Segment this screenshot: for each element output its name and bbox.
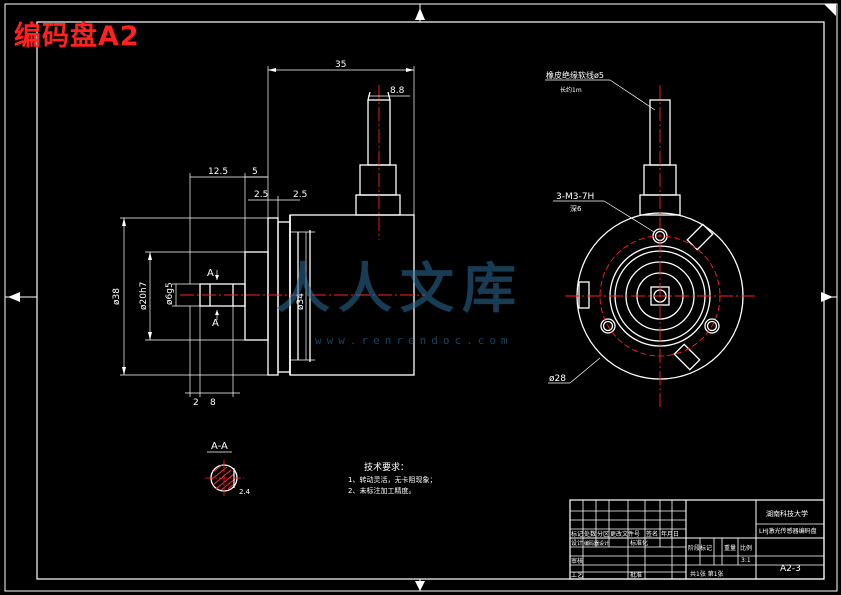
side-view-vertical-labels: ø38 ø20h7 ø6g5 ø34	[112, 282, 306, 310]
side-view-dimensions	[120, 66, 415, 397]
title-block	[569, 499, 825, 580]
tb-designer-name: 编码器设计	[584, 540, 609, 547]
cable-length: 长约1m	[560, 86, 582, 94]
dim-flange-gap: 12.5	[208, 167, 228, 177]
tech-notes-title: 技术要求：	[364, 461, 409, 473]
dim-length-total: 35	[335, 60, 346, 70]
tb-scale: 3:1	[741, 557, 751, 564]
tech-note-1: 1、转动灵活，无卡阻现象；	[348, 475, 436, 484]
section-mark-top: A	[207, 268, 214, 279]
tb-standard: 标准化	[630, 539, 648, 547]
side-view-centerlines	[180, 85, 425, 296]
tech-note-2: 2、未标注加工精度。	[348, 486, 415, 495]
dim-step: 5	[252, 167, 258, 177]
cable-note: 橡皮绝缘软线ø5	[546, 70, 604, 80]
tb-part-name: LHJ激光传感器编码盘	[759, 527, 817, 535]
side-view-arrowheads	[122, 68, 414, 375]
tb-header-3: 更改文件号	[610, 530, 640, 538]
dim-cable-offset: 8.8	[390, 86, 405, 96]
dim-shaft-dia: ø6g5	[165, 282, 175, 305]
tb-sheet: 共1张 第1张	[690, 570, 724, 578]
tb-school: 湖南科技大学	[766, 509, 808, 518]
watermark-url: www.renrendoc.com	[315, 334, 513, 347]
dim-bottom-b: 8	[210, 398, 216, 408]
watermark-logo-text: 人人文库	[276, 257, 524, 320]
tb-scale-label: 比例	[740, 544, 752, 552]
dim-housing-dia: ø38	[112, 288, 122, 305]
tb-header-5: 年月日	[661, 530, 679, 538]
hole-depth: 深6	[570, 204, 582, 213]
tb-header-1: 处数	[584, 530, 596, 538]
section-label: A-A	[211, 441, 228, 452]
section-hatch	[211, 464, 236, 491]
tb-weight-label: 重量	[724, 544, 736, 552]
pcd-dimension: ø28	[549, 374, 566, 384]
hole-spec: 3-M3-7H	[556, 192, 594, 202]
tb-process: 工艺	[571, 571, 583, 579]
tb-header-4: 签名	[646, 530, 658, 538]
dim-spigot-dia: ø20h7	[139, 282, 149, 310]
dim-flange-b: 2.5	[293, 190, 307, 200]
tb-header-2: 分区	[597, 530, 609, 538]
end-view-labels: 橡皮绝缘软线ø5 长约1m 3-M3-7H 深6 ø28	[546, 70, 604, 384]
section-mark-bottom: A	[212, 318, 219, 329]
side-view-dim-labels: 35 8.8 12.5 5 2.5 2.5 8 2 A A	[193, 60, 405, 408]
tb-header-0: 标记	[571, 530, 583, 538]
tb-approve: 批准	[630, 571, 642, 579]
tech-notes: 技术要求： 1、转动灵活，无卡阻现象； 2、未标注加工精度。	[348, 461, 436, 495]
tb-review: 审核	[571, 557, 583, 565]
dim-boss-dia: ø34	[296, 293, 306, 310]
drawing-title: 编码盘A2	[14, 21, 140, 52]
tb-drawing-no: A2-3	[780, 564, 801, 574]
dim-flange-a: 2.5	[254, 190, 268, 200]
tb-designer: 设计	[571, 539, 583, 547]
tb-stage-label: 阶段标记	[688, 544, 712, 552]
dim-bottom-a: 2	[193, 398, 199, 408]
end-view-centerlines	[565, 85, 755, 410]
title-block-text: 标记 处数 分区 更改文件号 签名 年月日 设计 编码器设计 标准化 审核 工艺…	[571, 509, 817, 579]
section-a-a: A-A 2.4	[205, 441, 251, 497]
end-view-leaders	[545, 79, 656, 384]
section-flat: 2.4	[239, 488, 251, 496]
frame-corner-marks	[8, 4, 836, 591]
